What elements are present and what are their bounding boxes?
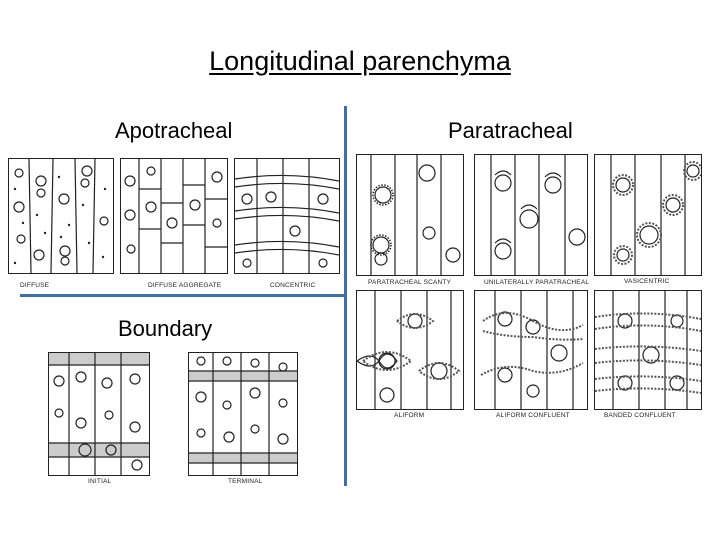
caption-diffuse-aggregate: DIFFUSE AGGREGATE [148,282,222,289]
caption-terminal: TERMINAL [228,478,263,485]
diagram-vasicentric [594,154,702,276]
caption-aliform: ALIFORM [394,412,425,419]
heading-apotracheal: Apotracheal [115,118,233,143]
heading-boundary: Boundary [118,316,213,341]
caption-paratracheal-scanty: PARATRACHEAL SCANTY [368,279,452,286]
diagram-initial [48,352,150,476]
diagram-aliform-confluent [474,290,588,410]
caption-vasicentric: VASICENTRIC [624,278,670,285]
caption-initial: INITIAL [88,478,112,485]
diagram-paratracheal-scanty [356,154,464,276]
horizontal-divider [20,294,346,297]
page-title: Longitudinal parenchyma [209,46,511,76]
diagram-concentric [234,158,340,274]
diagram-banded-confluent [594,290,702,410]
heading-paratracheal: Paratracheal [448,118,573,143]
caption-concentric: CONCENTRIC [270,282,316,289]
diagram-unilaterally-paratracheal [474,154,588,276]
caption-banded-confluent: BANDED CONFLUENT [604,412,676,419]
caption-aliform-confluent: ALIFORM CONFLUENT [496,412,570,419]
diagram-terminal [188,352,298,476]
caption-diffuse: DIFFUSE [20,282,50,289]
caption-unilaterally-paratracheal: UNILATERALLY PARATRACHEAL [484,279,590,286]
diagram-diffuse-aggregate [120,158,228,274]
diagram-aliform [356,290,464,410]
diagram-diffuse [8,158,114,274]
